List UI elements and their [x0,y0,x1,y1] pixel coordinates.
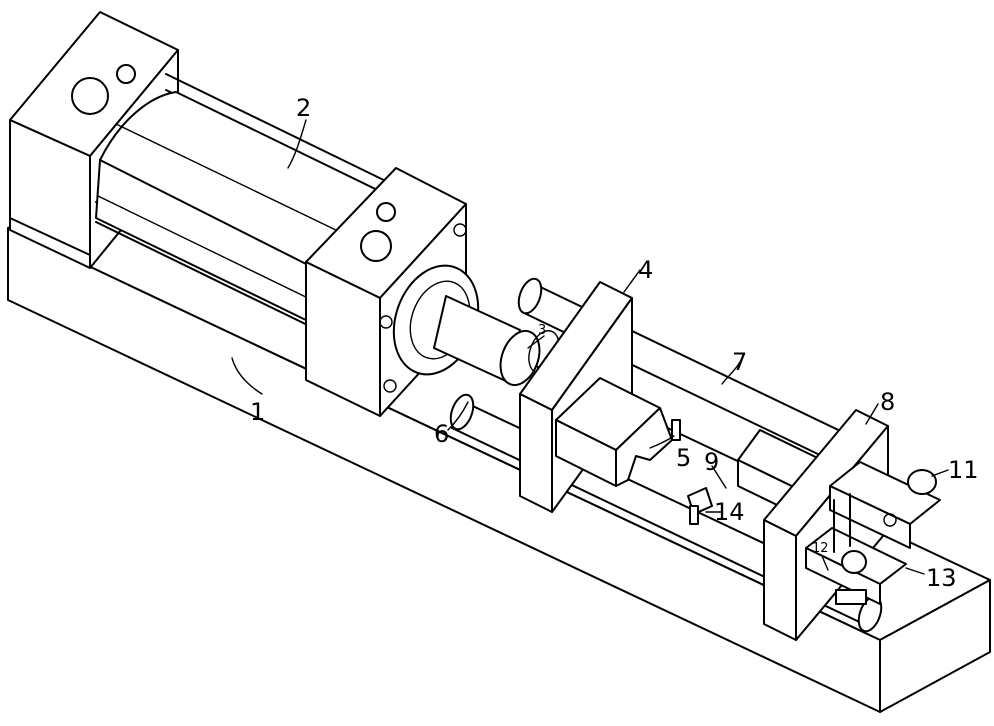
label-base: 1 [250,398,265,426]
piston-rod [392,264,560,387]
label-guide-rod: 7 [732,348,747,376]
label-guide-rod-lower: 6 [434,420,449,448]
label-clamp-arm: 12 [812,541,829,556]
label-mount-block: 9 [704,448,719,476]
label-cylinder: 2 [296,94,311,122]
latch [687,487,713,525]
label-end-plate: 8 [880,388,895,416]
clamp-assembly [805,461,941,605]
label-roller-upper: 11 [948,456,979,484]
slider-block [555,377,681,487]
label-latch: 14 [714,498,745,526]
leader-lines [231,119,949,575]
label-slider-block: 5 [676,444,691,472]
label-moving-plate: 4 [638,256,653,284]
label-piston-rod: 3 [538,323,546,338]
label-roller-lower: 13 [926,564,957,592]
